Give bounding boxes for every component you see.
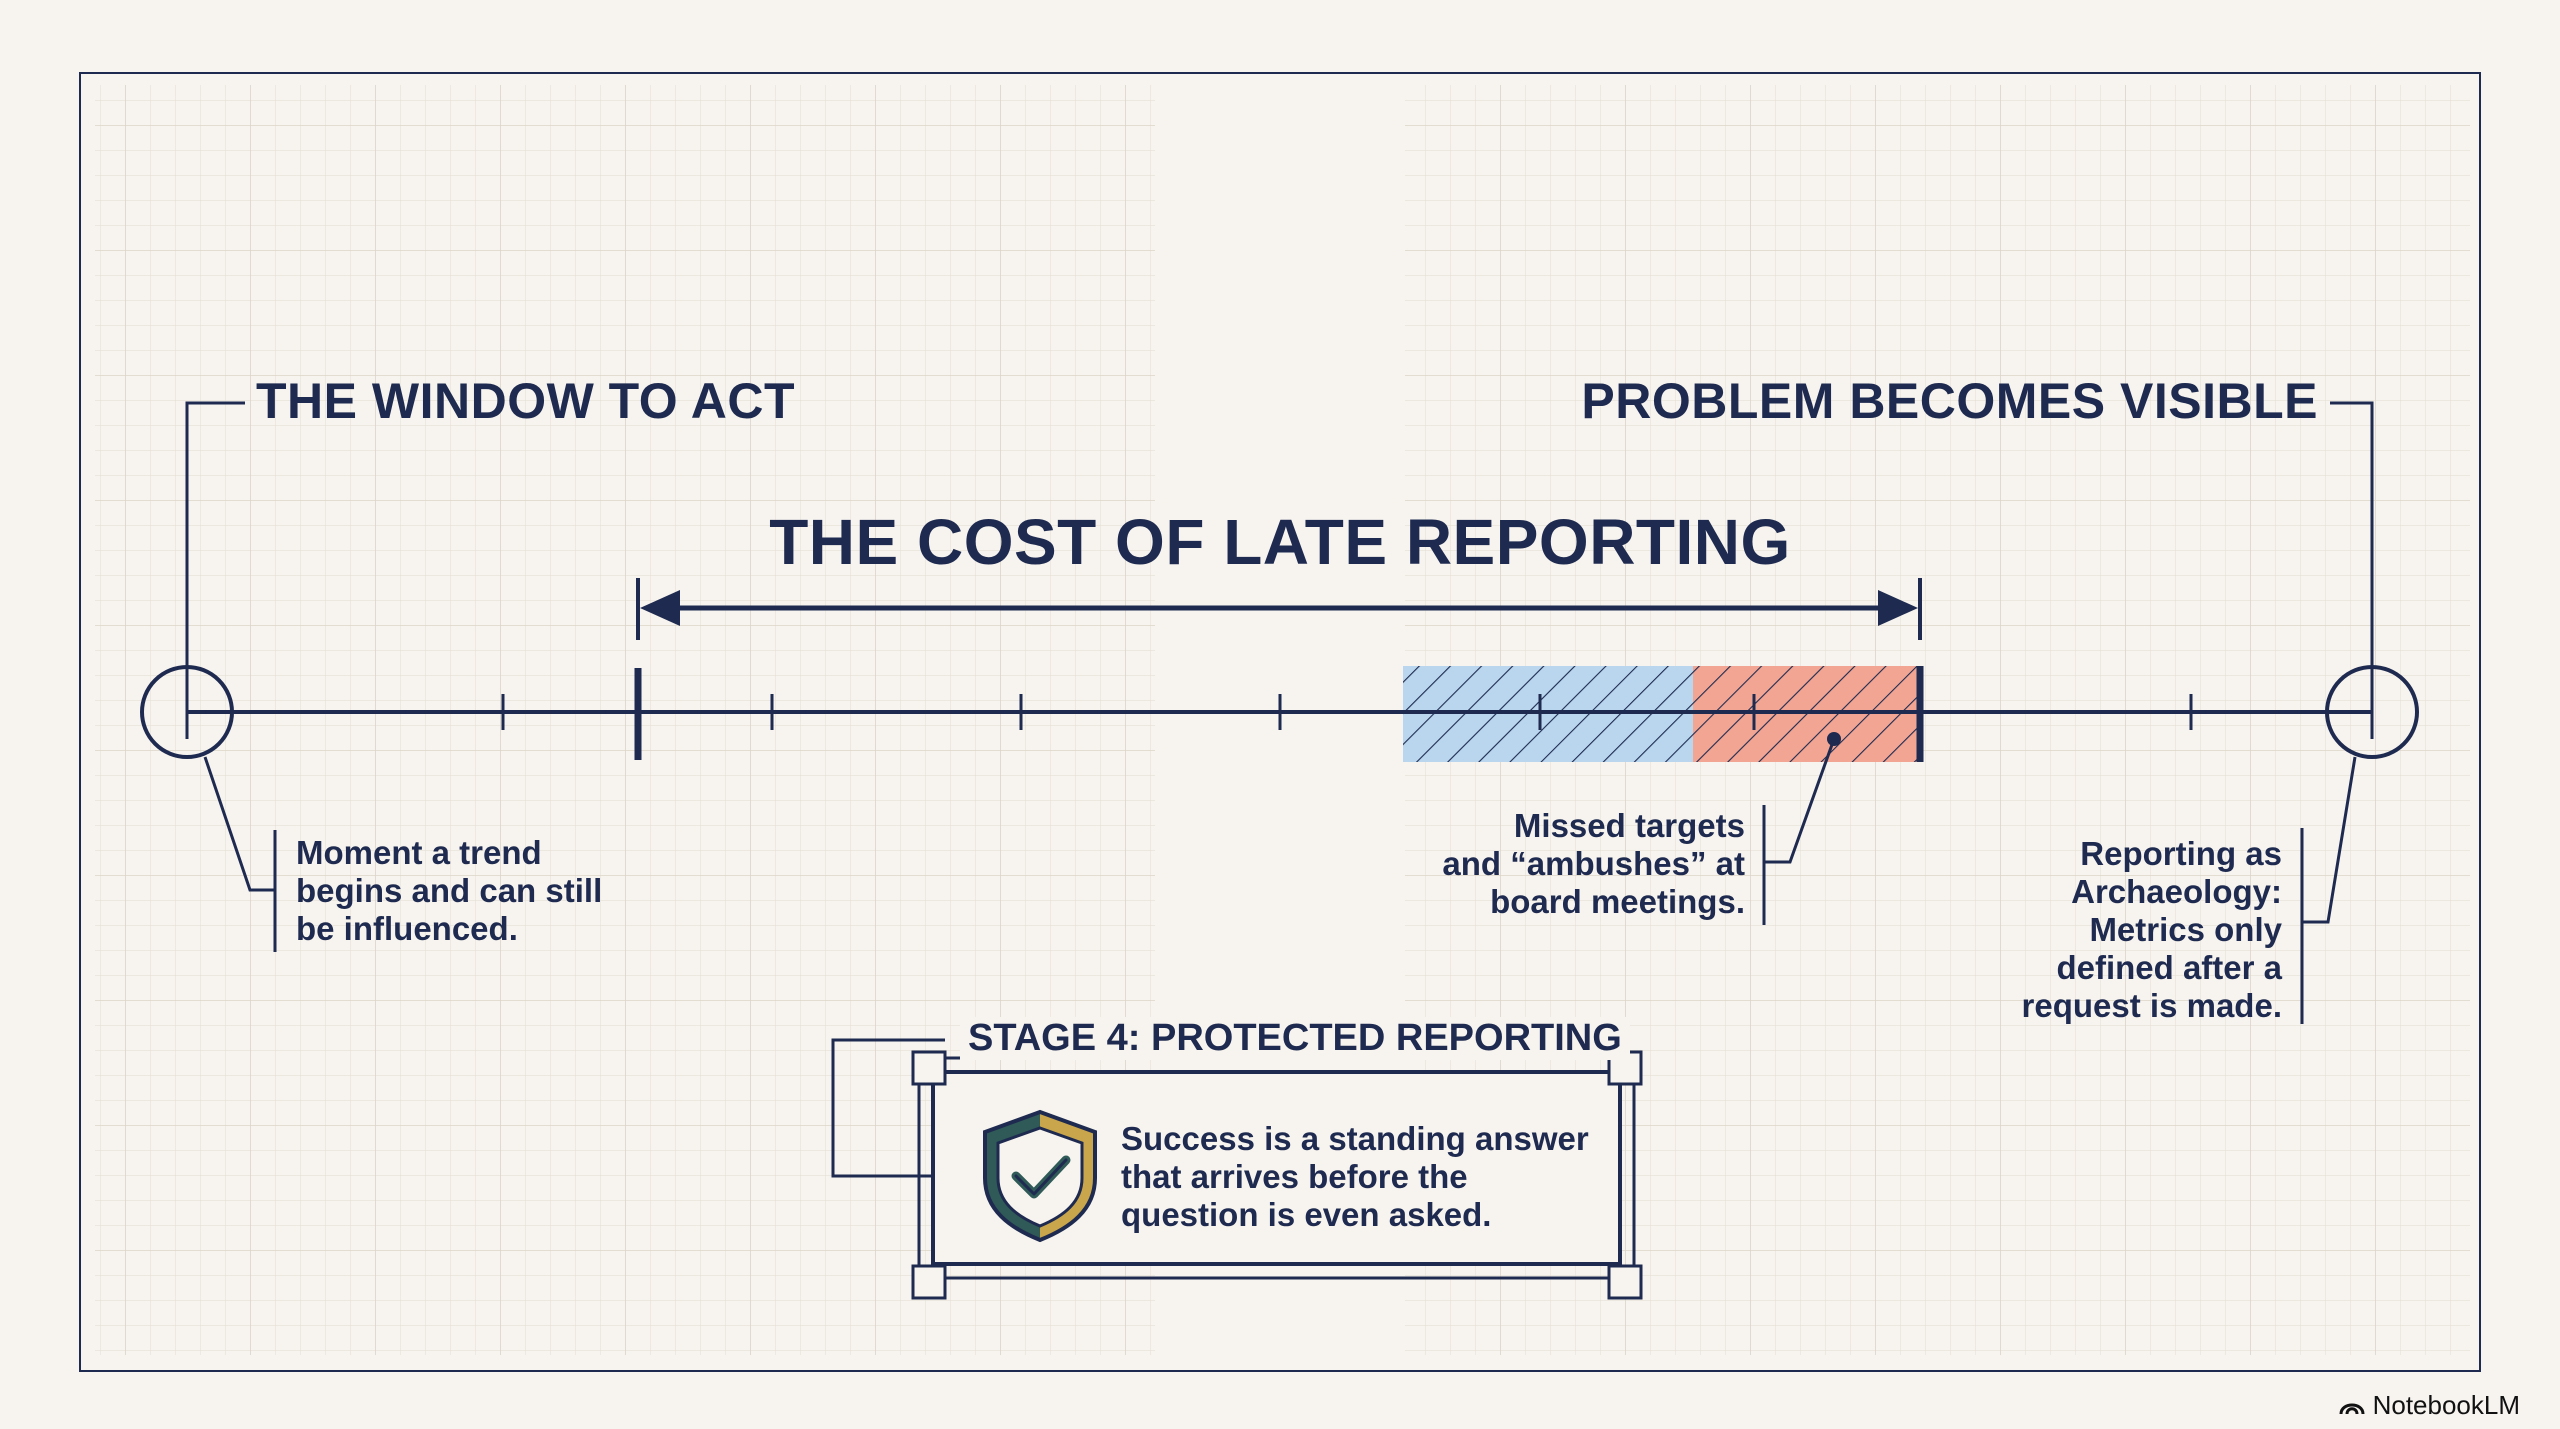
trend-line-3: be influenced. xyxy=(296,910,518,947)
archaeology-line-3: Metrics only xyxy=(2089,911,2282,948)
stage-body-line-2: that arrives before the xyxy=(1121,1158,1468,1195)
archaeology-line-4: defined after a xyxy=(2056,949,2282,986)
stage-connector-line xyxy=(831,1038,945,1178)
trend-line-1: Moment a trend xyxy=(296,834,542,871)
problem-visible-label: PROBLEM BECOMES VISIBLE xyxy=(1581,373,2318,429)
archaeology-annotation: Reporting as Archaeology: Metrics only d… xyxy=(2022,835,2282,1025)
missed-annotation: Missed targets and “ambushes” at board m… xyxy=(1442,807,1745,921)
shield-check-icon xyxy=(983,1109,1097,1243)
window-bracket-line xyxy=(185,401,245,712)
archaeology-leader-line xyxy=(2302,756,2357,924)
stage-corner-tl xyxy=(911,1050,947,1086)
archaeology-line-2: Archaeology: xyxy=(2071,873,2282,910)
brand-mark: NotebookLM xyxy=(2339,1390,2520,1421)
missed-line-2: and “ambushes” at xyxy=(1442,845,1745,882)
visible-bracket-line xyxy=(2330,401,2374,712)
trend-line-2: begins and can still xyxy=(296,872,603,909)
stage-title: STAGE 4: PROTECTED REPORTING xyxy=(960,1017,1630,1060)
missed-leader-line xyxy=(1764,738,1836,864)
end-point-circle xyxy=(2325,665,2419,759)
diagram-title: THE COST OF LATE REPORTING xyxy=(769,506,1791,578)
stage-body-line-3: question is even asked. xyxy=(1121,1196,1492,1233)
stage-body-line-1: Success is a standing answer xyxy=(1121,1120,1589,1157)
archaeology-line-5: request is made. xyxy=(2021,987,2282,1024)
stage-corner-bl xyxy=(911,1264,947,1300)
stage-corner-br xyxy=(1607,1264,1643,1300)
stage-body: Success is a standing answer that arrive… xyxy=(1121,1120,1589,1234)
cost-span-arrow-left xyxy=(640,590,680,626)
outer-frame xyxy=(79,72,2481,1372)
cost-span-arrow-right xyxy=(1878,590,1918,626)
missed-line-1: Missed targets xyxy=(1513,807,1745,844)
trend-leader-line xyxy=(203,756,275,892)
window-to-act-label: THE WINDOW TO ACT xyxy=(256,373,795,429)
brand-name: NotebookLM xyxy=(2372,1390,2520,1420)
missed-line-3: board meetings. xyxy=(1490,883,1745,920)
start-point-circle xyxy=(140,665,234,759)
trend-annotation: Moment a trend begins and can still be i… xyxy=(296,834,602,948)
notebooklm-logo-icon xyxy=(2339,1403,2365,1414)
archaeology-line-1: Reporting as xyxy=(2080,835,2282,872)
